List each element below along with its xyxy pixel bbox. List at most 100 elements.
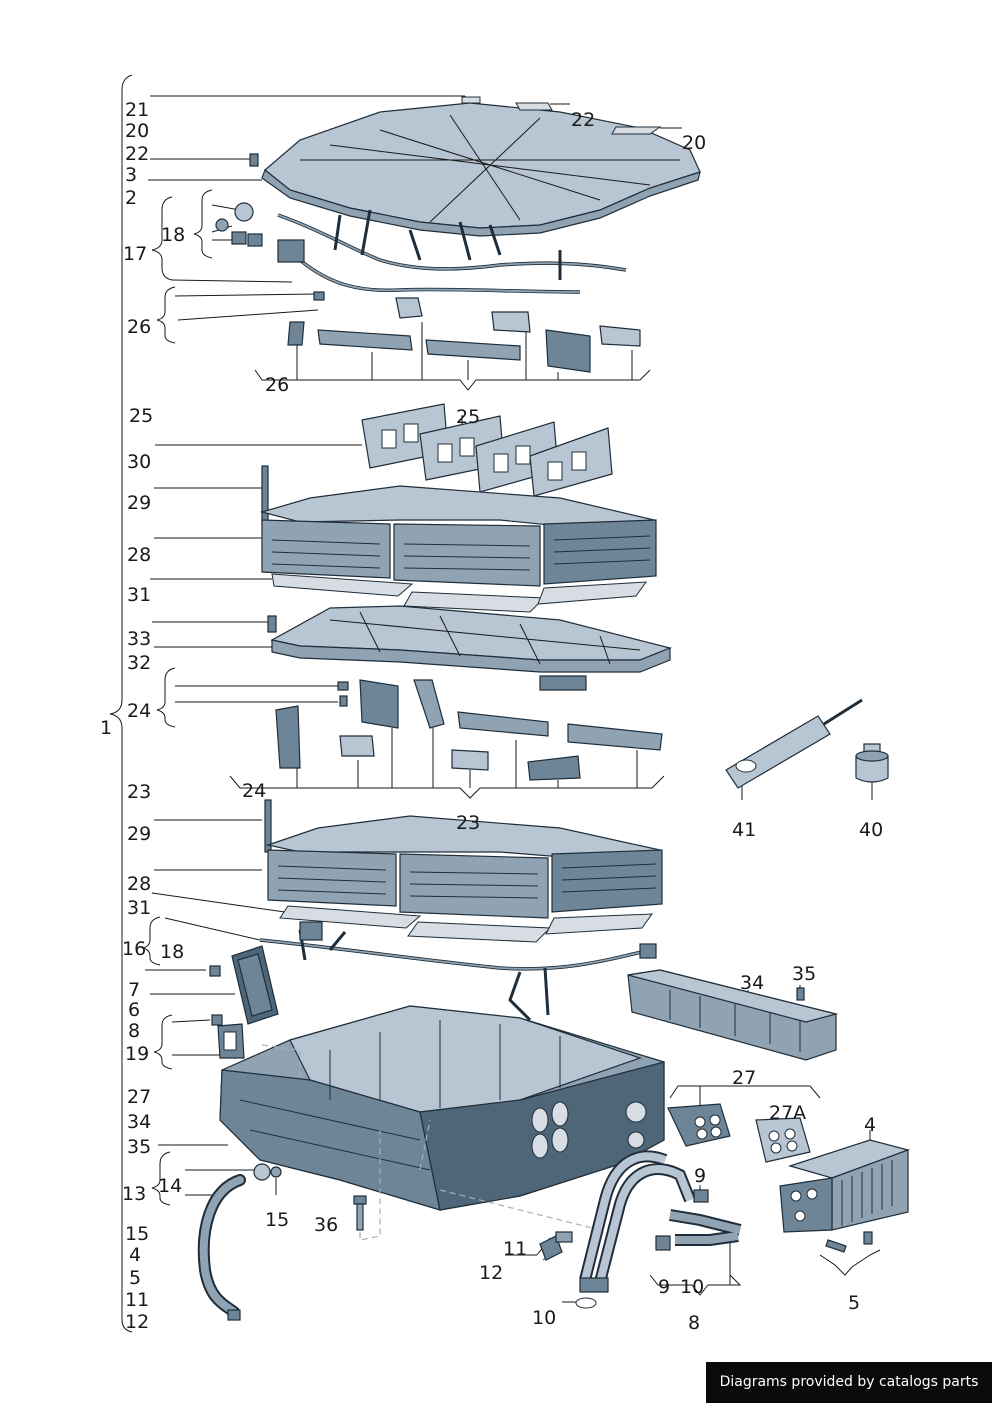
cover-bolt-22 — [249, 153, 259, 167]
label-34: 34 — [127, 1111, 151, 1133]
cover-label-21 — [461, 96, 481, 104]
label-20-cover: 20 — [682, 132, 706, 154]
clip-18 — [215, 202, 263, 247]
leader-lines — [145, 95, 881, 1303]
label-29-lower: 29 — [127, 823, 151, 845]
label-5-box: 5 — [848, 1292, 860, 1314]
label-19: 19 — [125, 1043, 149, 1065]
brackets-24-lower — [275, 679, 663, 781]
label-23: 23 — [127, 781, 151, 803]
label-36: 36 — [314, 1214, 338, 1236]
label-25-plate: 25 — [456, 406, 480, 428]
screw-7 — [209, 965, 221, 977]
label-8-pipe: 8 — [688, 1312, 700, 1334]
label-33: 33 — [127, 628, 151, 650]
label-15: 15 — [125, 1223, 149, 1245]
coolant-pipes — [539, 1150, 742, 1309]
label-9: 9 — [658, 1276, 670, 1298]
side-cover-34 — [627, 969, 839, 1061]
label-31: 31 — [127, 584, 151, 606]
brace-8-19 — [153, 1014, 173, 1070]
label-16: 16 — [122, 938, 146, 960]
label-8: 8 — [128, 1020, 140, 1042]
harness-connector — [277, 239, 305, 263]
connector-27 — [667, 1103, 731, 1147]
brace-26 — [156, 286, 176, 344]
label-6: 6 — [128, 999, 140, 1021]
label-27: 27 — [127, 1086, 151, 1108]
label-9-clip: 9 — [694, 1165, 706, 1187]
label-18-lower: 18 — [160, 941, 184, 963]
label-24-bracket: 24 — [242, 780, 266, 802]
brace-18-top — [193, 189, 213, 259]
label-28: 28 — [127, 544, 151, 566]
control-unit-7 — [209, 945, 279, 1059]
connector-27A — [755, 1117, 811, 1163]
label-41: 41 — [732, 819, 756, 841]
label-2: 2 — [125, 187, 137, 209]
wiring-harness-lower — [259, 921, 657, 1022]
label-3: 3 — [125, 164, 137, 186]
label-30: 30 — [127, 451, 151, 473]
bolt-33 — [267, 615, 277, 633]
label-27-connector: 27 — [732, 1067, 756, 1089]
canister-40 — [855, 743, 889, 783]
brace-17 — [151, 196, 173, 281]
label-35-bolt: 35 — [792, 963, 816, 985]
label-15-ring: 15 — [265, 1209, 289, 1231]
label-4-box: 4 — [864, 1114, 876, 1136]
label-17: 17 — [123, 243, 147, 265]
label-13: 13 — [122, 1183, 146, 1205]
label-26-bracket: 26 — [265, 374, 289, 396]
separator-plates-25 — [361, 403, 613, 497]
credit-banner: Diagrams provided by catalogs parts — [706, 1362, 992, 1403]
label-14: 14 — [158, 1175, 182, 1197]
long-bolt-29 — [261, 465, 269, 527]
label-31-lower: 31 — [127, 897, 151, 919]
label-20: 20 — [125, 120, 149, 142]
label-18: 18 — [161, 224, 185, 246]
label-4: 4 — [129, 1244, 141, 1266]
label-29: 29 — [127, 492, 151, 514]
coolant-hose-13 — [197, 1163, 282, 1321]
label-22: 22 — [125, 143, 149, 165]
label-7: 7 — [128, 979, 140, 1001]
label-5: 5 — [129, 1267, 141, 1289]
label-26: 26 — [127, 316, 151, 338]
sealant-tube-41 — [725, 698, 863, 789]
label-32: 32 — [127, 652, 151, 674]
main-brace-1 — [109, 74, 133, 1333]
label-21: 21 — [125, 99, 149, 121]
label-11-pipe: 11 — [503, 1238, 527, 1260]
label-24: 24 — [127, 700, 151, 722]
thermal-pads-lower — [279, 905, 654, 943]
label-10-ring: 10 — [532, 1307, 556, 1329]
cell-modules-upper — [259, 465, 657, 587]
thermal-pads-upper — [271, 573, 648, 613]
label-40: 40 — [859, 819, 883, 841]
label-1: 1 — [100, 717, 112, 739]
label-22-cover: 22 — [571, 109, 595, 131]
label-34-cover: 34 — [740, 972, 764, 994]
label-28-lower: 28 — [127, 873, 151, 895]
brackets-26-upper — [287, 297, 641, 373]
battery-housing — [219, 1005, 665, 1211]
brace-24 — [156, 667, 176, 728]
label-12: 12 — [125, 1311, 149, 1333]
cover-label-20 — [611, 126, 662, 135]
label-12-pipe: 12 — [479, 1262, 503, 1284]
module-tray-32 — [267, 605, 672, 691]
cover-label-22 — [515, 102, 553, 111]
part-labels: 21 20 22 3 2 18 17 26 26 22 20 25 25 30 … — [100, 99, 883, 1334]
junction-box-4 — [779, 1139, 910, 1253]
wiring-harness-upper — [215, 202, 627, 301]
label-25: 25 — [129, 405, 153, 427]
nut-26 — [313, 291, 325, 301]
label-10: 10 — [680, 1276, 704, 1298]
bolt-36 — [261, 1044, 601, 1241]
label-23-module: 23 — [456, 812, 480, 834]
label-11: 11 — [125, 1289, 149, 1311]
cell-modules-lower — [264, 799, 663, 919]
top-cover — [249, 96, 701, 237]
